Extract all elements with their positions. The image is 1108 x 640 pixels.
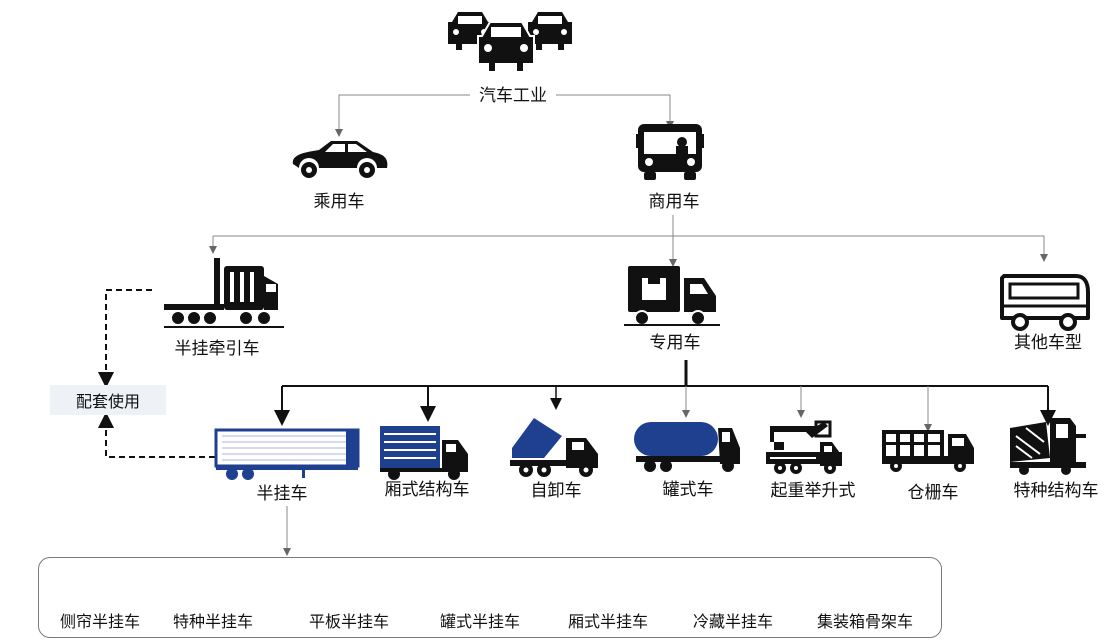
passenger-car-label: 乘用车 (313, 192, 365, 212)
box-truck-icon (380, 426, 468, 480)
pairing-label: 配套使用 (75, 392, 140, 411)
semi-trailer-label: 半挂车 (256, 484, 308, 504)
connectors (98, 94, 1056, 556)
other-vehicle-label: 其他车型 (1014, 333, 1082, 353)
passenger-car-icon (292, 141, 388, 178)
sweeper-truck-label: 特种结构车 (1013, 481, 1099, 501)
flatbed-trailer-label: 平板半挂车 (308, 612, 390, 631)
tanker-truck-icon (634, 422, 740, 472)
car-carrier-trailer-label: 特种半挂车 (172, 612, 254, 631)
commercial-vehicle-label: 商用车 (648, 192, 700, 212)
refrigerated-trailer-label: 冷藏半挂车 (692, 612, 774, 631)
curtain-semi-trailer-label: 侧帘半挂车 (59, 612, 141, 631)
dump-truck-label: 自卸车 (530, 481, 582, 501)
delivery-truck-icon (624, 266, 720, 326)
container-chassis-label: 集装箱骨架车 (816, 612, 914, 631)
semi-trailer-types-box (38, 557, 942, 638)
cars-group-icon (448, 12, 572, 73)
bus-front-icon (636, 124, 704, 180)
stake-truck-icon (882, 430, 974, 472)
box-semi-trailer-label: 厢式半挂车 (567, 612, 649, 631)
stake-truck-label: 仓栅车 (907, 483, 959, 503)
semi-trailer-icon (214, 428, 360, 480)
bus-icon (1000, 274, 1090, 331)
crane-truck-label: 起重举升式 (770, 481, 856, 501)
dump-truck-icon (510, 418, 598, 477)
special-vehicle-label: 专用车 (649, 333, 701, 353)
pairing-box: 配套使用 (50, 385, 166, 415)
sweeper-truck-icon (1010, 418, 1086, 475)
tanker-truck-label: 罐式车 (662, 480, 714, 500)
box-truck-label: 厢式结构车 (384, 480, 470, 500)
crane-truck-icon (766, 420, 842, 474)
tank-semi-trailer-label: 罐式半挂车 (439, 612, 521, 631)
root-label: 汽车工业 (479, 86, 547, 106)
tractor-truck-label: 半挂牵引车 (174, 339, 260, 359)
tractor-truck-icon (164, 258, 284, 328)
